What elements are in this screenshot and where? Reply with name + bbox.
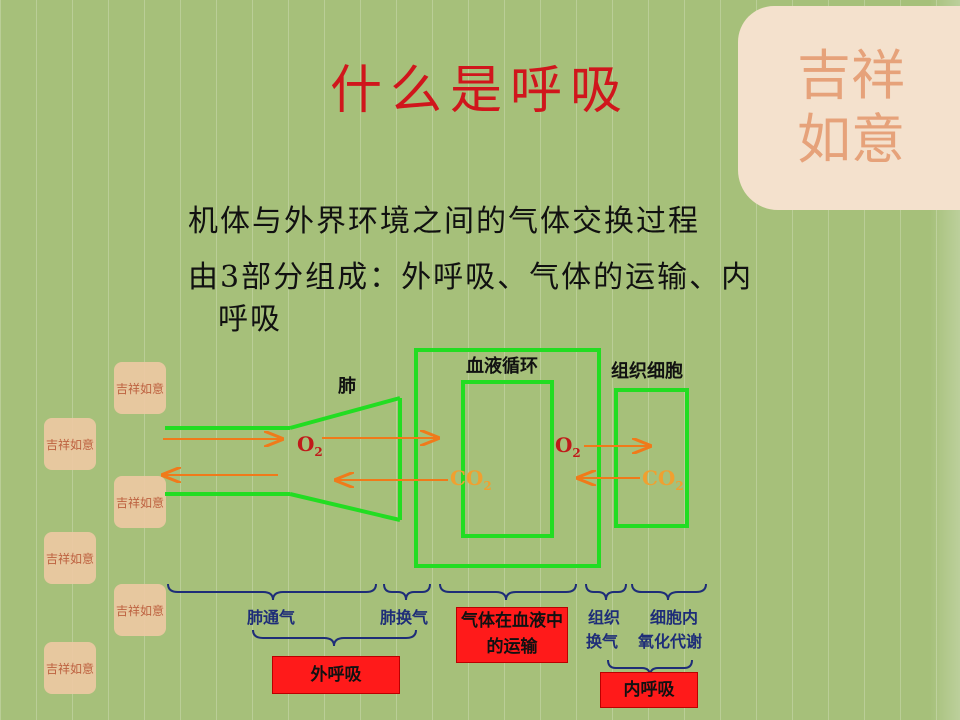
o2-label-lung: O2: [297, 432, 323, 459]
co2-label-tissue: CO2: [642, 466, 684, 493]
stage-tissue-exchange-line2: 换气: [586, 632, 619, 651]
seal-text: 吉祥如意: [797, 44, 905, 171]
external-respiration-box: 外呼吸: [272, 656, 400, 694]
co2-label-blood: CO2: [450, 466, 492, 493]
stage-lung-exchange: 肺换气: [380, 608, 429, 627]
brace-lung-ventilation: [167, 583, 377, 601]
brace-tissue-exchange: [585, 583, 627, 601]
decorative-seal: 吉祥如意: [114, 362, 166, 414]
decorative-seal: 吉祥如意: [44, 642, 96, 694]
decorative-seal: 吉祥如意: [44, 418, 96, 470]
stage-cell-metabolism-line1: 细胞内: [650, 608, 699, 627]
bullet-definition: 机体与外界环境之间的气体交换过程: [188, 204, 700, 239]
blood-circulation-label: 血液循环: [466, 356, 538, 377]
brace-lung-exchange: [383, 583, 431, 601]
decorative-seal: 吉祥如意: [114, 584, 166, 636]
internal-respiration-box: 内呼吸: [600, 672, 698, 708]
stage-tissue-exchange-line1: 组织: [588, 608, 621, 627]
decorative-seal: 吉祥如意: [44, 532, 96, 584]
blood-inner-box: [461, 380, 554, 538]
bullet-components: 由3部分组成：外呼吸、气体的运输、内: [188, 260, 754, 295]
lung-label: 肺: [338, 376, 356, 397]
tissue-cell-label: 组织细胞: [611, 361, 683, 382]
stage-lung-ventilation: 肺通气: [247, 608, 296, 627]
decorative-seal: 吉祥如意: [114, 476, 166, 528]
bullet-components-cont: 呼吸: [218, 302, 282, 337]
brace-external: [252, 629, 417, 647]
o2-label-tissue: O2: [555, 433, 581, 460]
brace-blood-transport: [439, 583, 577, 601]
stage-blood-transport: 气体在血液中的运输: [456, 607, 568, 663]
brace-cell-metabolism: [631, 583, 707, 601]
blood-circulation-box: [414, 348, 601, 568]
tissue-cell-box: [614, 388, 689, 528]
decorative-seal-large: 吉祥如意: [738, 6, 960, 210]
lung-shape: [165, 396, 402, 522]
stage-cell-metabolism-line2: 氧化代谢: [638, 632, 703, 651]
slide-title: 什么是呼吸: [329, 61, 630, 121]
